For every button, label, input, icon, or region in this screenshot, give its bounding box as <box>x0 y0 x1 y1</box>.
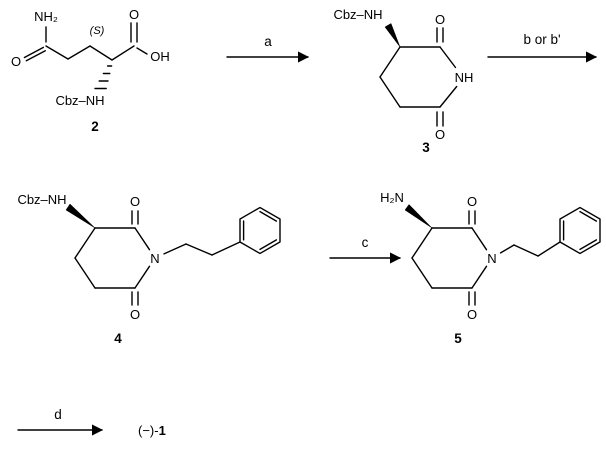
product-1: (−)-1 <box>138 423 166 438</box>
atom-label-cbz-nh: Cbz–NH <box>55 93 104 108</box>
atom-label-o-bottom: O <box>130 307 140 322</box>
product-number: 1 <box>159 423 166 438</box>
atom-label-o-bottom: O <box>435 127 445 142</box>
arrow-d: d <box>17 407 104 436</box>
compound-3-skeleton <box>379 27 458 127</box>
compound-2-skeleton <box>23 22 148 62</box>
compound-3: Cbz–NH O NH O 3 <box>333 7 473 155</box>
atom-label-nh2: NH₂ <box>34 9 58 24</box>
compound-number-3: 3 <box>422 140 430 155</box>
compound-5-skeleton <box>411 210 561 306</box>
stereo-wedge-bond <box>384 23 401 48</box>
atom-label-n: N <box>150 251 159 266</box>
stereo-hash-bond <box>94 65 113 90</box>
atom-label-cbz-nh: Cbz–NH <box>333 7 382 22</box>
atom-label-oh: OH <box>150 49 170 64</box>
arrow-label-b: b or b' <box>523 32 560 47</box>
atom-label-acid-o: O <box>129 7 139 22</box>
arrow-c: c <box>329 235 402 264</box>
atom-label-n: N <box>487 251 496 266</box>
compound-number-5: 5 <box>454 331 462 346</box>
compound-5: H₂N O N O 5 <box>380 190 601 346</box>
arrow-a: a <box>226 34 310 63</box>
atom-label-nh: NH <box>455 70 474 85</box>
arrow-label-a: a <box>264 34 272 49</box>
atom-label-o-top: O <box>435 12 445 27</box>
stereo-wedge-bond <box>65 203 96 229</box>
benzene-ring <box>239 206 281 255</box>
compound-number-2: 2 <box>91 119 99 134</box>
arrow-label-c: c <box>362 235 369 250</box>
compound-4: Cbz–NH O N O 4 <box>17 192 281 346</box>
atom-label-o-top: O <box>130 194 140 209</box>
compound-4-skeleton <box>74 210 241 306</box>
product-prefix: (−)- <box>138 423 159 438</box>
benzene-ring <box>559 206 601 255</box>
compound-number-4: 4 <box>114 331 122 346</box>
atom-label-h2n: H₂N <box>380 190 404 205</box>
stereo-wedge-bond <box>404 204 433 229</box>
arrow-label-d: d <box>54 407 62 422</box>
compound-2: NH₂ O (S) O OH Cbz–NH 2 <box>11 7 170 134</box>
atom-label-amide-o: O <box>11 54 21 69</box>
stereo-label-s: (S) <box>90 25 105 37</box>
atom-label-o-bottom: O <box>467 307 477 322</box>
atom-label-o-top: O <box>467 194 477 209</box>
atom-label-cbz-nh: Cbz–NH <box>17 192 66 207</box>
arrow-b: b or b' <box>487 32 598 63</box>
product-label: (−)-1 <box>138 423 166 438</box>
